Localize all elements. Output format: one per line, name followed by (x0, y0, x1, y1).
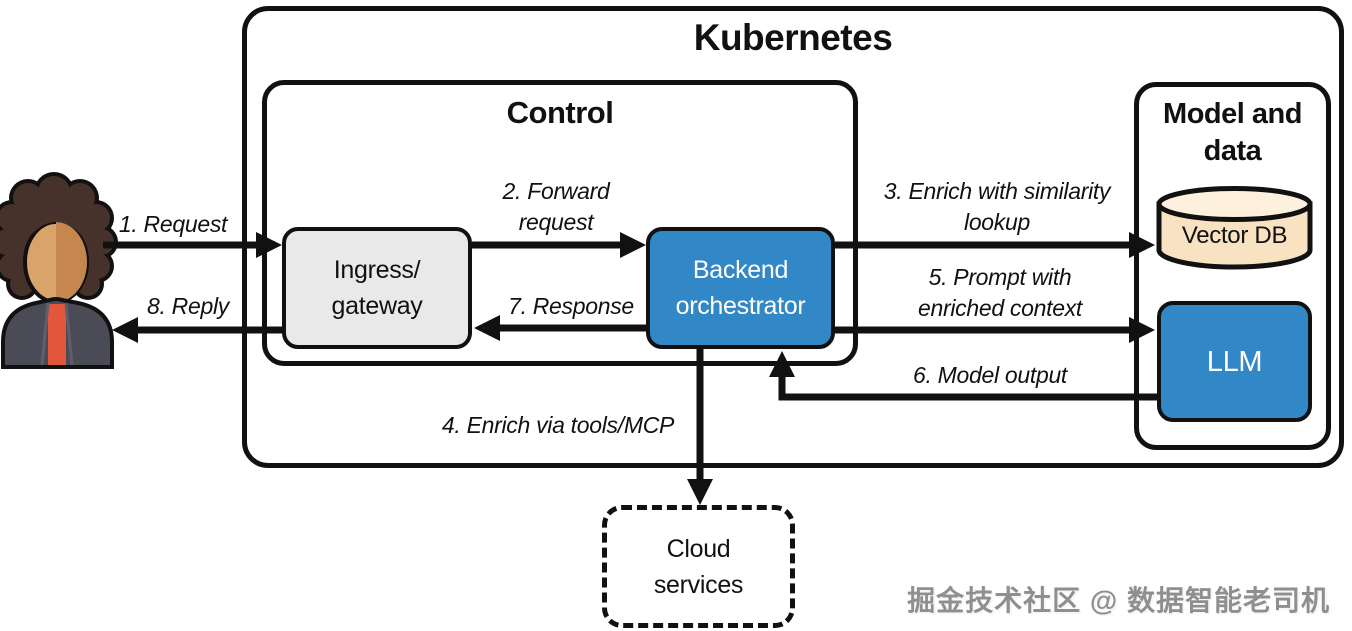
avatar-shirt (48, 304, 66, 365)
model-and-data-group-box (1134, 82, 1331, 450)
vector-db-node: Vector DB (1155, 184, 1314, 273)
database-cylinder-icon (1156, 186, 1313, 270)
label-model-output: 6. Model output (912, 362, 1068, 388)
arrow-enrich-tools (687, 349, 713, 505)
label-response: 7. Response (508, 293, 634, 319)
arrow-reply (112, 317, 282, 343)
user-avatar (0, 172, 118, 369)
label-forward-request: 2. Forward request (502, 178, 610, 235)
arrow-response (474, 315, 646, 341)
arrow-prompt-enriched (835, 317, 1155, 343)
label-enrich-similarity: 3. Enrich with similarity lookup (883, 178, 1111, 235)
avatar-face-shade (56, 222, 87, 302)
backend-orchestrator-node: Backend orchestrator (646, 227, 835, 349)
cloud-services-node: Cloud services (602, 505, 795, 628)
kubernetes-group-box (242, 6, 1344, 468)
watermark-text: 掘金技术社区 @ 数据智能老司机 (907, 585, 1330, 616)
avatar-lapels (40, 302, 74, 366)
control-group-title: Control (506, 95, 614, 130)
arrow-forward-request (472, 232, 646, 258)
label-request: 1. Request (118, 211, 228, 237)
model-and-data-group-title: Model and data (1163, 98, 1302, 167)
llm-node: LLM (1157, 301, 1312, 422)
arrow-enrich-similarity (835, 232, 1155, 258)
arrow-request (103, 232, 282, 258)
kubernetes-group-title: Kubernetes (693, 17, 893, 58)
vector-db-label: Vector DB (1181, 222, 1288, 249)
avatar-hair-fringe (25, 206, 87, 242)
label-enrich-tools: 4. Enrich via tools/MCP (441, 412, 675, 438)
arrow-model-output (769, 351, 1157, 401)
ingress-gateway-node: Ingress/ gateway (282, 227, 472, 349)
label-prompt-enriched: 5. Prompt with enriched context (918, 264, 1082, 321)
control-group-box (262, 80, 858, 366)
label-reply: 8. Reply (147, 293, 229, 319)
